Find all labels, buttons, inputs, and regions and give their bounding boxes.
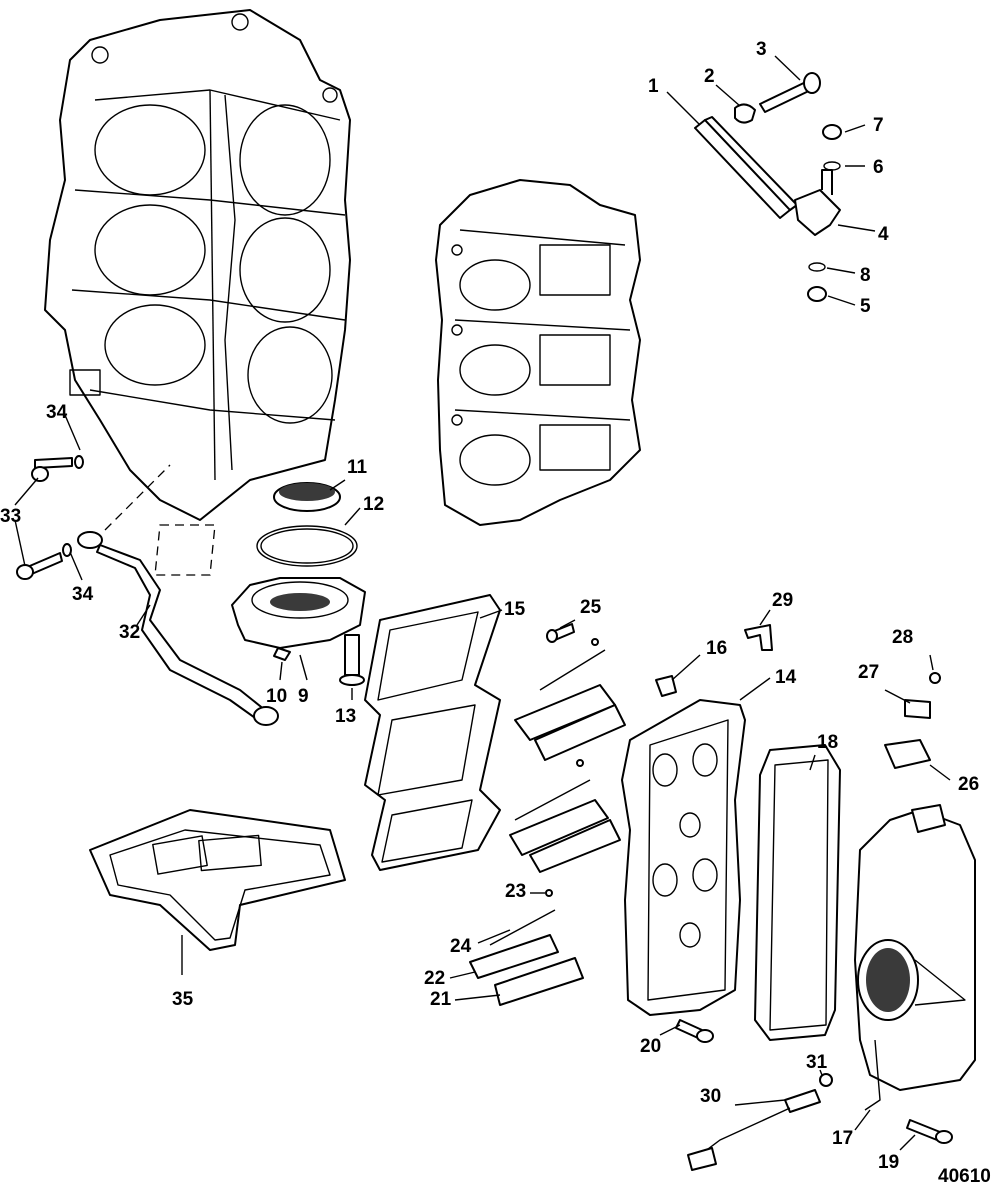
callout-5: 5 — [860, 296, 871, 317]
reed-block-gasket — [364, 594, 501, 871]
bolt-20 — [675, 1019, 714, 1043]
callout-24: 24 — [450, 936, 472, 957]
sensor-26 — [884, 739, 931, 769]
callout-31: 31 — [806, 1052, 828, 1073]
reed-valve-upper — [514, 649, 626, 761]
callout-6: 6 — [873, 157, 884, 178]
callout-30: 30 — [700, 1086, 721, 1107]
callout-27: 27 — [858, 662, 879, 683]
fastener-25 — [546, 623, 575, 643]
bolt-19 — [906, 1119, 953, 1144]
temperature-sensor — [687, 1073, 833, 1171]
callout-labels: 1 2 3 4 5 6 7 8 9 10 11 12 13 14 15 16 1… — [0, 39, 979, 1173]
cylinder-block — [44, 9, 351, 521]
callout-12: 12 — [363, 494, 384, 515]
hose-assembly — [16, 455, 279, 726]
callout-13: 13 — [335, 706, 356, 727]
adapter-plate-gasket — [89, 809, 346, 951]
seal-carrier-group — [231, 482, 366, 686]
callout-8: 8 — [860, 265, 871, 286]
callout-7: 7 — [873, 115, 884, 136]
clip-29 — [744, 624, 773, 651]
callout-25: 25 — [580, 597, 602, 618]
callout-23: 23 — [505, 881, 526, 902]
screw-23-group — [545, 638, 599, 897]
callout-17: 17 — [832, 1128, 853, 1149]
leader-lines — [14, 55, 951, 1151]
crankcase-cover — [435, 179, 641, 526]
callout-34-upper: 34 — [46, 402, 68, 423]
callout-34-lower: 34 — [72, 584, 94, 605]
callout-22: 22 — [424, 968, 445, 989]
callout-26: 26 — [958, 774, 979, 795]
callout-35: 35 — [172, 989, 194, 1010]
fitting-16 — [655, 675, 677, 697]
plenum-gasket — [754, 744, 841, 1041]
callout-28: 28 — [892, 627, 913, 648]
callout-18: 18 — [817, 732, 838, 753]
callout-9: 9 — [298, 686, 309, 707]
callout-4: 4 — [878, 224, 889, 245]
throttle-plenum — [854, 804, 976, 1111]
callout-3: 3 — [756, 39, 767, 60]
screw-28 — [929, 672, 941, 684]
reed-block-housing — [621, 699, 746, 1016]
reed-valve-middle — [509, 779, 621, 873]
callout-11: 11 — [347, 457, 368, 478]
callout-21: 21 — [430, 989, 452, 1010]
callout-15: 15 — [504, 599, 526, 620]
bracket-27 — [904, 699, 931, 719]
reed-valve-lower — [469, 909, 584, 1006]
figure-number: 40610 — [938, 1166, 991, 1187]
callout-2: 2 — [704, 66, 715, 87]
callout-19: 19 — [878, 1152, 899, 1173]
callout-16: 16 — [706, 638, 727, 659]
callout-33: 33 — [0, 506, 21, 527]
callout-29: 29 — [772, 590, 793, 611]
callout-32: 32 — [119, 622, 140, 643]
callout-14: 14 — [775, 667, 797, 688]
fuel-rail-bracket — [694, 72, 842, 302]
callout-10: 10 — [266, 686, 287, 707]
callout-20: 20 — [640, 1036, 661, 1057]
callout-1: 1 — [648, 76, 659, 97]
